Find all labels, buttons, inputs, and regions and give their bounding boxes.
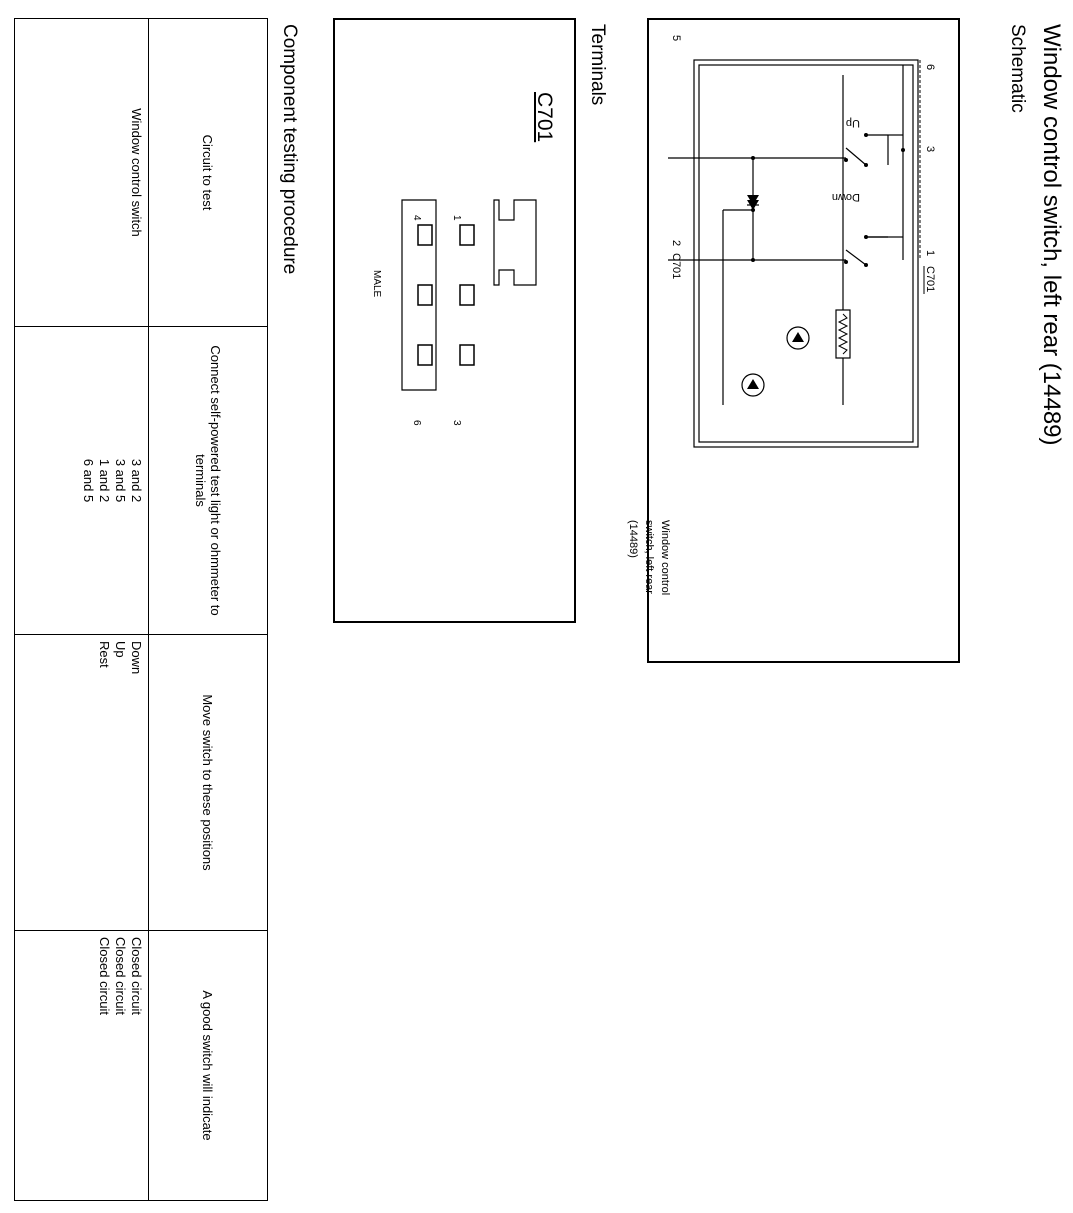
header-position: Move switch to these positions bbox=[148, 634, 268, 931]
result-row-1: Closed circuit bbox=[129, 937, 144, 1016]
pin-label-3: 3 bbox=[924, 146, 936, 152]
terminal-cavity-6 bbox=[417, 344, 433, 366]
result-cell: Closed circuit Closed circuit Closed cir… bbox=[14, 930, 149, 1201]
pin-label-6: 6 bbox=[924, 64, 936, 70]
terminals-row-3-a: 1 and 2 bbox=[97, 458, 112, 503]
procedure-header-row: Circuit to test Connect self-powered tes… bbox=[148, 18, 268, 1201]
pin-label-1: 1 bbox=[924, 250, 936, 256]
connector-gender-label: MALE bbox=[371, 270, 382, 298]
component-label-line-2: switch, left rear bbox=[643, 520, 655, 594]
component-outline-outer bbox=[693, 59, 919, 448]
resistor-zigzag bbox=[837, 313, 849, 355]
terminal-pin-label-4: 4 bbox=[411, 215, 422, 221]
table-row: Window control switch 3 and 2 3 and 5 1 … bbox=[14, 18, 149, 1201]
schematic-heading: Schematic bbox=[1007, 24, 1028, 113]
up-switch-contact bbox=[864, 133, 868, 137]
pin-label-2: 2 bbox=[670, 240, 682, 246]
result-row-2: Closed circuit bbox=[113, 937, 128, 1016]
component-label-line-3: (14489) bbox=[627, 520, 639, 558]
connector-label: C701 bbox=[924, 266, 936, 292]
up-switch-terminal bbox=[844, 158, 848, 162]
terminal-pin-label-1: 1 bbox=[451, 215, 462, 221]
component-label-line-1: Window control bbox=[659, 520, 671, 596]
schematic-diagram: 6 3 1 C701 5 2 C701 Up Down bbox=[668, 35, 936, 448]
terminal-pin-label-6: 6 bbox=[411, 420, 422, 426]
position-row-1: Down bbox=[129, 641, 144, 675]
terminal-cavity-5 bbox=[417, 284, 433, 306]
terminals-row-1: 3 and 2 bbox=[129, 458, 144, 503]
terminal-cavity-3 bbox=[459, 344, 475, 366]
header-circuit: Circuit to test bbox=[148, 18, 268, 327]
up-switch-blade bbox=[845, 147, 867, 166]
switch-down-label: Down bbox=[832, 191, 860, 203]
header-terminals: Connect self-powered test light or ohmme… bbox=[148, 326, 268, 635]
terminals-row-3-b: 6 and 5 bbox=[81, 458, 96, 503]
down-switch-contact bbox=[864, 235, 868, 239]
terminal-cavity-2 bbox=[459, 284, 475, 306]
diode-junction-right bbox=[751, 258, 755, 262]
pin-label-5: 5 bbox=[670, 35, 682, 41]
lamp-1-led-icon bbox=[792, 332, 804, 342]
terminal-cavity-4 bbox=[417, 224, 433, 246]
terminal-cavity-1 bbox=[459, 224, 475, 246]
bus-junction bbox=[901, 148, 905, 152]
procedure-heading: Component testing procedure bbox=[279, 24, 300, 275]
procedure-table: Circuit to test Connect self-powered tes… bbox=[14, 18, 268, 1201]
terminals-heading: Terminals bbox=[587, 24, 608, 106]
component-outline-inner bbox=[698, 64, 914, 443]
down-switch-terminal bbox=[844, 260, 848, 264]
down-switch-blade bbox=[845, 249, 867, 266]
terminals-row-2: 3 and 5 bbox=[113, 458, 128, 503]
connector-housing-top bbox=[493, 199, 537, 286]
connector-label-bottom: C701 bbox=[670, 253, 682, 279]
diode-junction-left bbox=[751, 156, 755, 160]
document-title: Window control switch, left rear (14489) bbox=[1038, 24, 1065, 446]
position-cell: Down Up Rest bbox=[14, 634, 149, 931]
terminals-cell: 3 and 2 3 and 5 1 and 2 6 and 5 bbox=[14, 326, 149, 635]
switch-up-label: Up bbox=[846, 117, 860, 129]
connector-face-diagram: 1 3 4 6 MALE bbox=[371, 199, 537, 426]
header-result: A good switch will indicate bbox=[148, 930, 268, 1201]
circuit-cell: Window control switch bbox=[14, 18, 149, 327]
schematic-panel: 6 3 1 C701 5 2 C701 Up Down bbox=[627, 18, 960, 663]
result-row-3: Closed circuit bbox=[97, 937, 112, 1016]
connector-housing bbox=[401, 199, 437, 391]
position-row-2: Up bbox=[113, 641, 128, 658]
component-label: Window control switch, left rear (14489) bbox=[625, 520, 673, 640]
terminal-pin-label-3: 3 bbox=[451, 420, 462, 426]
position-row-3: Rest bbox=[97, 641, 112, 668]
terminals-panel: C701 1 3 4 6 MALE bbox=[333, 18, 576, 623]
diode-2-icon bbox=[747, 200, 759, 210]
lamp-2-led-icon bbox=[747, 379, 759, 389]
